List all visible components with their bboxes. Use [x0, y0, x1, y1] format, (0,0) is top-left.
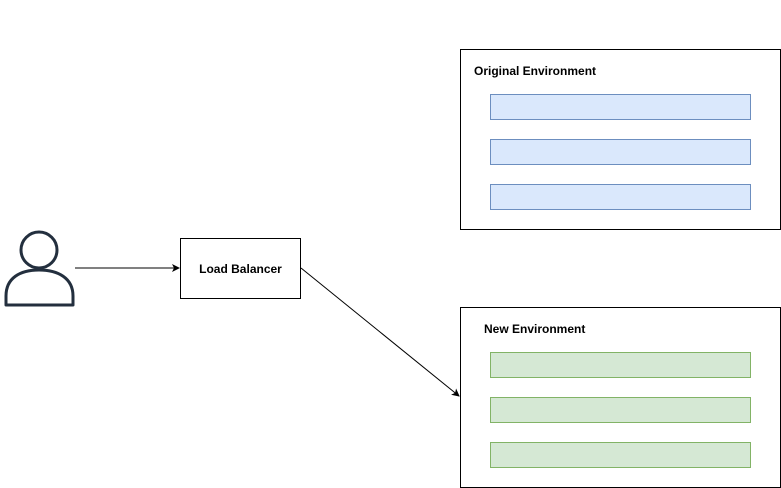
- original-environment-group: Original Environment: [460, 49, 781, 230]
- new-environment-title: New Environment: [484, 322, 586, 336]
- original-instance-3: [490, 184, 751, 210]
- load-balancer-to-new-environment-arrow: [300, 267, 460, 397]
- original-instance-1: [490, 94, 751, 120]
- load-balancer-label: Load Balancer: [199, 261, 282, 276]
- user-icon: [4, 230, 75, 307]
- load-balancer-node: Load Balancer: [180, 238, 301, 299]
- new-instance-1: [490, 352, 751, 378]
- new-instance-2: [490, 397, 751, 423]
- new-environment-group: New Environment: [460, 307, 781, 488]
- new-instance-3: [490, 442, 751, 468]
- original-instance-2: [490, 139, 751, 165]
- original-environment-title: Original Environment: [474, 64, 597, 78]
